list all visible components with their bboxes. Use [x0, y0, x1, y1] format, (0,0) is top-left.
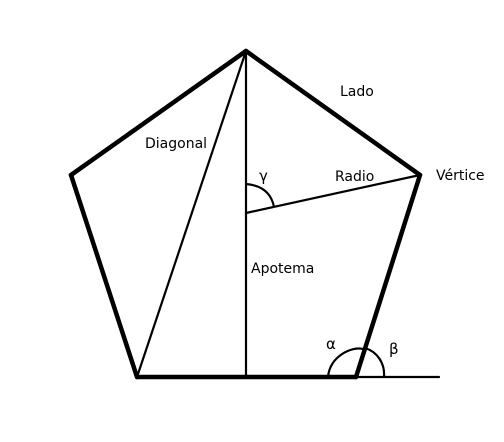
- beta-arc: [364, 346, 386, 378]
- label-diagonal: Diagonal: [145, 136, 207, 152]
- edge-left: [68, 172, 140, 380]
- edge-top-left: [68, 48, 249, 178]
- edge-right: [353, 172, 423, 380]
- diagonal-line: [135, 49, 248, 379]
- angle-gamma-label: γ: [259, 167, 268, 185]
- label-vertex: Vértice: [436, 168, 485, 184]
- gamma-arc: [245, 182, 276, 208]
- angle-alpha-label: α: [326, 335, 336, 353]
- label-side: Lado: [340, 84, 374, 100]
- angle-beta-label: β: [389, 340, 399, 358]
- radius-line: [244, 173, 422, 215]
- alpha-arc: [326, 347, 364, 378]
- edge-top-right: [243, 48, 423, 178]
- label-radius: Radio: [335, 169, 374, 185]
- label-apothem: Apotema: [251, 261, 314, 277]
